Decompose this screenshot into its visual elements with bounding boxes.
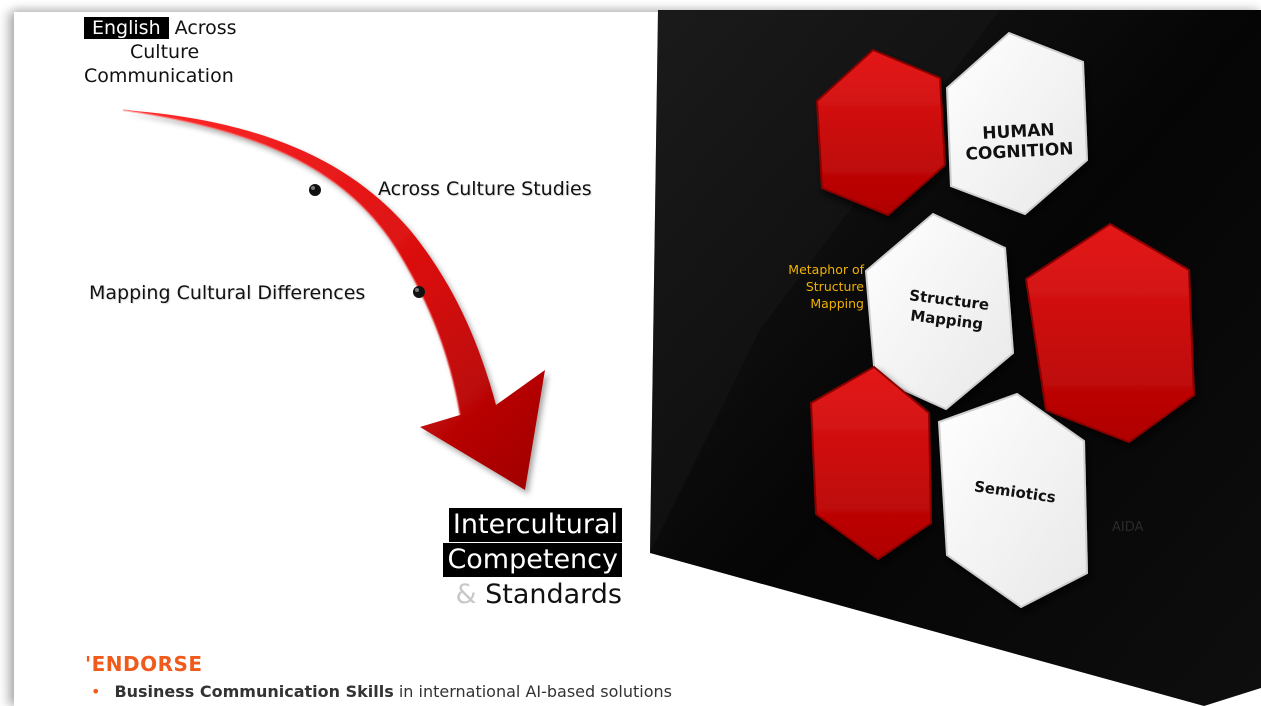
endorse-heading: 'ENDORSE (85, 652, 203, 676)
arrow-highlight (122, 109, 461, 416)
hex-white-top-right (945, 31, 1089, 216)
endorse-item-rest: in international AI-based solutions (393, 682, 672, 701)
hex-white-bottom (937, 392, 1089, 609)
title-highlight: English (84, 17, 169, 39)
step-label-mapping: Mapping Cultural Differences (89, 282, 366, 304)
result-line3: Standards (485, 579, 622, 610)
result-line2: Competency (443, 543, 622, 577)
result-block: Intercultural Competency & Standards (410, 508, 622, 612)
hex-white-center (864, 212, 1015, 411)
hex-red-bottom-left (809, 365, 933, 561)
endorse-bullet-item: • Business Communication Skills in intern… (91, 682, 672, 701)
result-line1: Intercultural (448, 508, 622, 542)
endorse-item-bold: Business Communication Skills (114, 682, 394, 701)
step-label-across-culture: Across Culture Studies (378, 178, 592, 200)
title-line2: Culture (130, 41, 200, 63)
step-dot-1 (309, 184, 321, 196)
bullet-icon: • (91, 682, 101, 701)
hex-red-right (1024, 222, 1196, 444)
title-line3: Communication (84, 65, 234, 87)
result-amp: & (455, 579, 477, 610)
diagram-top-title: English Across Culture Communication (84, 16, 284, 88)
step-dot-2 (413, 286, 425, 298)
title-rest: Across (174, 17, 237, 39)
aida-label: AIDA (1112, 520, 1144, 535)
step-dot-2-shine (415, 288, 419, 292)
metaphor-note: Metaphor of Structure Mapping (788, 262, 864, 311)
panel-sheen (650, 10, 1000, 553)
red-curved-arrow (123, 110, 545, 490)
step-dot-1-shine (311, 186, 315, 190)
hex-red-top-left (815, 48, 947, 217)
hex-text-human-cognition: HUMAN COGNITION (965, 120, 1074, 165)
